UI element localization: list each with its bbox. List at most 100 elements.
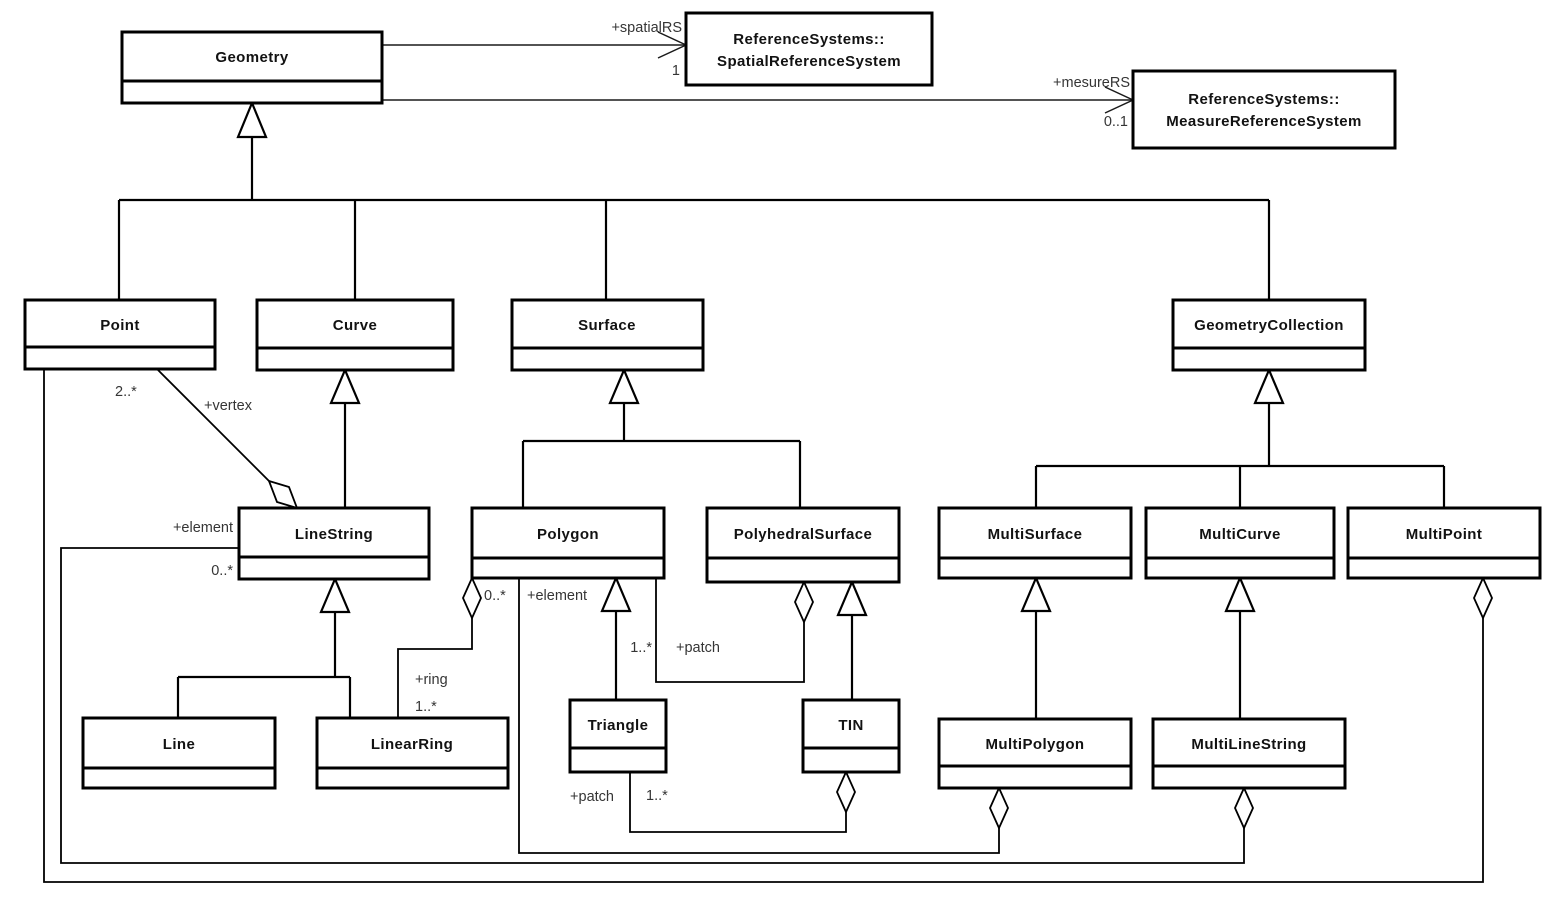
association-element-multipolygon <box>518 578 1009 854</box>
generalization-arrow-polyhedralsurface <box>836 579 868 617</box>
class-box <box>1144 506 1336 580</box>
class-name-line1: ReferenceSystems:: <box>733 31 884 48</box>
class-name: GeometryCollection <box>1194 317 1344 334</box>
class-point: Point <box>23 298 217 371</box>
class-multicurve: MultiCurve <box>1144 506 1336 580</box>
class-polyhedral-surface: PolyhedralSurface <box>705 506 901 584</box>
label-patch-triangle-multiplicity: 1..* <box>646 788 668 804</box>
class-box <box>937 506 1133 580</box>
association-patch-tin <box>629 769 856 833</box>
aggregation-diamond-icon <box>794 579 814 625</box>
class-geometry: Geometry <box>120 30 384 105</box>
class-name-line1: ReferenceSystems:: <box>1188 91 1339 108</box>
generalization-line <box>521 403 802 508</box>
label-element-polygon-role: +element <box>527 588 587 604</box>
class-box <box>510 298 705 372</box>
class-linestring: LineString <box>237 506 431 581</box>
aggregation-diamond-icon <box>836 769 856 815</box>
class-name: Polygon <box>537 526 599 543</box>
class-multipoint: MultiPoint <box>1346 506 1542 580</box>
class-box <box>1151 717 1347 790</box>
class-name: MultiPoint <box>1406 526 1482 543</box>
label-vertex-role: +vertex <box>204 398 253 414</box>
association-line <box>60 547 1245 864</box>
class-name: TIN <box>838 717 863 734</box>
generalization-polyhedralsurface-tin <box>836 579 868 700</box>
generalization-line <box>117 137 1271 300</box>
class-name: MultiSurface <box>988 526 1083 543</box>
label-element-linestring-role: +element <box>173 520 233 536</box>
generalization-line <box>1034 403 1446 508</box>
class-multilinestring: MultiLineString <box>1151 717 1347 790</box>
class-linearring: LinearRing <box>315 716 510 790</box>
class-name: Surface <box>578 317 636 334</box>
class-box <box>684 11 934 87</box>
generalization-arrow-surface <box>608 367 640 405</box>
generalization-arrow-polygon <box>600 575 632 613</box>
class-name: MultiCurve <box>1199 526 1281 543</box>
class-name: Triangle <box>588 717 649 734</box>
class-box <box>470 506 666 580</box>
class-triangle: Triangle <box>568 698 668 774</box>
class-name: Curve <box>333 317 378 334</box>
class-box <box>315 716 510 790</box>
aggregation-diamond-icon <box>1473 575 1493 621</box>
label-mesurers-role: +mesureRS <box>1053 75 1130 91</box>
class-box <box>1171 298 1367 372</box>
association-ring <box>397 575 482 718</box>
class-name: PolyhedralSurface <box>734 526 873 543</box>
class-box <box>120 30 384 105</box>
aggregation-diamond-icon <box>989 785 1009 831</box>
label-patch-triangle-role: +patch <box>570 789 614 805</box>
class-measure-reference-system: ReferenceSystems:: MeasureReferenceSyste… <box>1131 69 1397 150</box>
generalization-surface-children <box>521 367 802 508</box>
class-box <box>568 698 668 774</box>
association-line <box>518 578 1000 854</box>
class-box <box>81 716 277 790</box>
class-name: LineString <box>295 526 373 543</box>
class-polygon: Polygon <box>470 506 666 580</box>
class-box <box>237 506 431 581</box>
class-spatial-reference-system: ReferenceSystems:: SpatialReferenceSyste… <box>684 11 934 87</box>
generalization-arrow-geometry <box>236 100 268 139</box>
label-vertex-multiplicity: 2..* <box>115 384 137 400</box>
generalization-geometrycollection-children <box>1034 367 1446 508</box>
label-patch-polygon-multiplicity: 1..* <box>630 640 652 656</box>
class-box <box>705 506 901 584</box>
class-box <box>1346 506 1542 580</box>
label-element-polygon-multiplicity: 0..* <box>484 588 506 604</box>
association-line <box>629 772 847 833</box>
class-name: Point <box>100 317 140 334</box>
label-mesurers-multiplicity: 0..1 <box>1104 114 1128 130</box>
class-surface: Surface <box>510 298 705 372</box>
class-tin: TIN <box>801 698 901 774</box>
class-box <box>23 298 217 371</box>
class-name: MultiPolygon <box>986 736 1085 753</box>
label-ring-multiplicity: 1..* <box>415 699 437 715</box>
label-spatialrs-multiplicity: 1 <box>672 63 680 79</box>
generalization-linestring-children <box>176 576 352 718</box>
class-box <box>255 298 455 372</box>
class-multipolygon: MultiPolygon <box>937 717 1133 790</box>
class-geometry-collection: GeometryCollection <box>1171 298 1367 372</box>
label-ring-role: +ring <box>415 672 448 688</box>
generalization-geometry-children <box>117 100 1271 300</box>
association-element-multilinestring <box>60 547 1254 864</box>
generalization-polygon-triangle <box>600 575 632 700</box>
association-line <box>43 369 1484 883</box>
generalization-multicurve-multilinestring <box>1224 575 1256 719</box>
class-name-line2: SpatialReferenceSystem <box>717 53 901 70</box>
class-box <box>1131 69 1397 150</box>
association-line <box>655 578 805 683</box>
generalization-line <box>176 612 352 718</box>
generalization-arrow-multicurve <box>1224 575 1256 613</box>
generalization-arrow-multisurface <box>1020 575 1052 613</box>
class-line: Line <box>81 716 277 790</box>
label-patch-polygon-role: +patch <box>676 640 720 656</box>
generalization-multisurface-multipolygon <box>1020 575 1052 719</box>
class-name: MultiLineString <box>1191 736 1306 753</box>
association-element-multipoint <box>43 369 1493 883</box>
class-name: Line <box>163 736 195 753</box>
class-multisurface: MultiSurface <box>937 506 1133 580</box>
